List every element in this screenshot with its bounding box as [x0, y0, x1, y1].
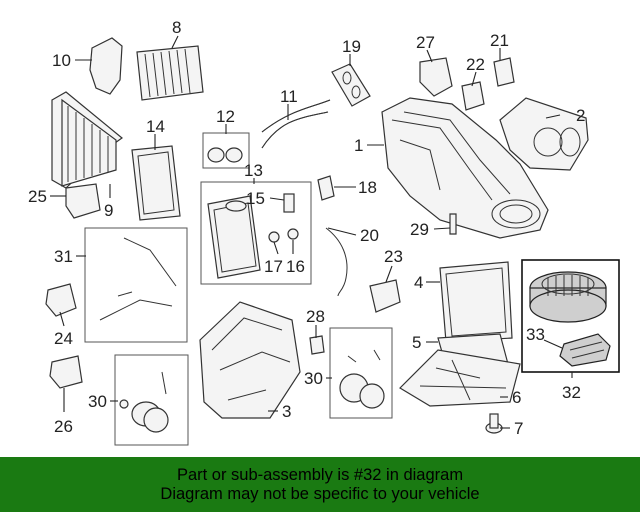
callout-13: 13 — [244, 161, 263, 180]
callout-11: 11 — [280, 87, 298, 106]
part-18-drawing — [317, 175, 335, 201]
callout-20: 20 — [360, 226, 379, 245]
banner-line-2: Diagram may not be specific to your vehi… — [160, 484, 480, 503]
part-31-drawing — [99, 237, 177, 321]
part-7-drawing — [485, 413, 503, 434]
callout-12: 12 — [216, 107, 235, 126]
callout-21: 21 — [490, 31, 509, 50]
part-17-drawing — [268, 231, 280, 243]
part-1-drawing — [381, 97, 549, 239]
callout-1: 1 — [354, 136, 363, 155]
callout-9: 9 — [104, 201, 113, 220]
group-box-31 — [84, 227, 188, 343]
part-26-drawing — [49, 355, 83, 389]
group-box-13 — [200, 181, 312, 285]
parts-diagram: 10 8 19 11 12 14 9 25 1 27 22 21 2 13 15… — [28, 18, 620, 446]
callout-8: 8 — [172, 18, 181, 37]
part-27-drawing — [419, 57, 453, 97]
callout-32: 32 — [562, 383, 581, 402]
callout-29: 29 — [410, 220, 429, 239]
part-21-drawing — [493, 57, 515, 87]
callout-7: 7 — [514, 419, 523, 438]
leader-lines — [50, 35, 573, 429]
callout-16: 16 — [286, 257, 305, 276]
part-16-drawing — [287, 228, 299, 240]
part-29-drawing — [449, 213, 457, 235]
part-19-drawing — [331, 63, 371, 107]
part-14-drawing — [131, 145, 181, 221]
part-4-drawing — [439, 261, 513, 343]
part-23-drawing — [369, 279, 401, 313]
part-9-drawing — [51, 91, 123, 189]
part-10-drawing — [89, 37, 123, 95]
part-30-right-drawing — [339, 349, 385, 409]
part-24-drawing — [45, 283, 77, 317]
callout-30-right: 30 — [304, 369, 323, 388]
part-33-drawing — [559, 333, 611, 367]
part-28-drawing — [309, 335, 325, 355]
callout-25: 25 — [28, 187, 47, 206]
callout-3: 3 — [282, 402, 291, 421]
callout-18: 18 — [358, 178, 377, 197]
callout-5: 5 — [412, 333, 421, 352]
callout-14: 14 — [146, 117, 165, 136]
part-20-drawing — [325, 227, 348, 297]
callout-10: 10 — [52, 51, 71, 70]
part-25-drawing — [65, 183, 101, 219]
callout-27: 27 — [416, 33, 435, 52]
part-11-drawing — [261, 99, 331, 149]
callout-30-left: 30 — [88, 392, 107, 411]
group-box-30-right — [329, 327, 393, 419]
callout-31: 31 — [54, 247, 73, 266]
callout-6: 6 — [512, 388, 521, 407]
banner-line-1: Part or sub-assembly is #32 in diagram — [176, 465, 464, 484]
callout-33: 33 — [526, 325, 545, 344]
part-30-left-drawing — [119, 371, 169, 433]
callout-15: 15 — [246, 189, 265, 208]
group-box-30-left — [114, 354, 189, 446]
callout-4: 4 — [414, 273, 423, 292]
callout-24: 24 — [54, 329, 73, 348]
part-13-drawing — [207, 195, 261, 279]
callout-17: 17 — [264, 257, 283, 276]
callout-26: 26 — [54, 417, 73, 436]
part-8-drawing — [136, 45, 204, 101]
part-6-drawing — [399, 349, 521, 407]
info-banner: Part or sub-assembly is #32 in diagram D… — [0, 457, 640, 512]
part-22-drawing — [461, 81, 485, 111]
group-box-32-highlight — [521, 259, 620, 373]
part-32-drawing — [529, 271, 607, 323]
callout-2: 2 — [576, 106, 585, 125]
part-12-drawing — [207, 147, 243, 163]
callout-28: 28 — [306, 307, 325, 326]
callout-labels: 10 8 19 11 12 14 9 25 1 27 22 21 2 13 15… — [28, 18, 585, 438]
callout-23: 23 — [384, 247, 403, 266]
callout-22: 22 — [466, 55, 485, 74]
part-15-drawing — [283, 193, 295, 213]
part-2-drawing — [499, 97, 589, 171]
callout-19: 19 — [342, 37, 361, 56]
part-3-drawing — [199, 301, 301, 419]
